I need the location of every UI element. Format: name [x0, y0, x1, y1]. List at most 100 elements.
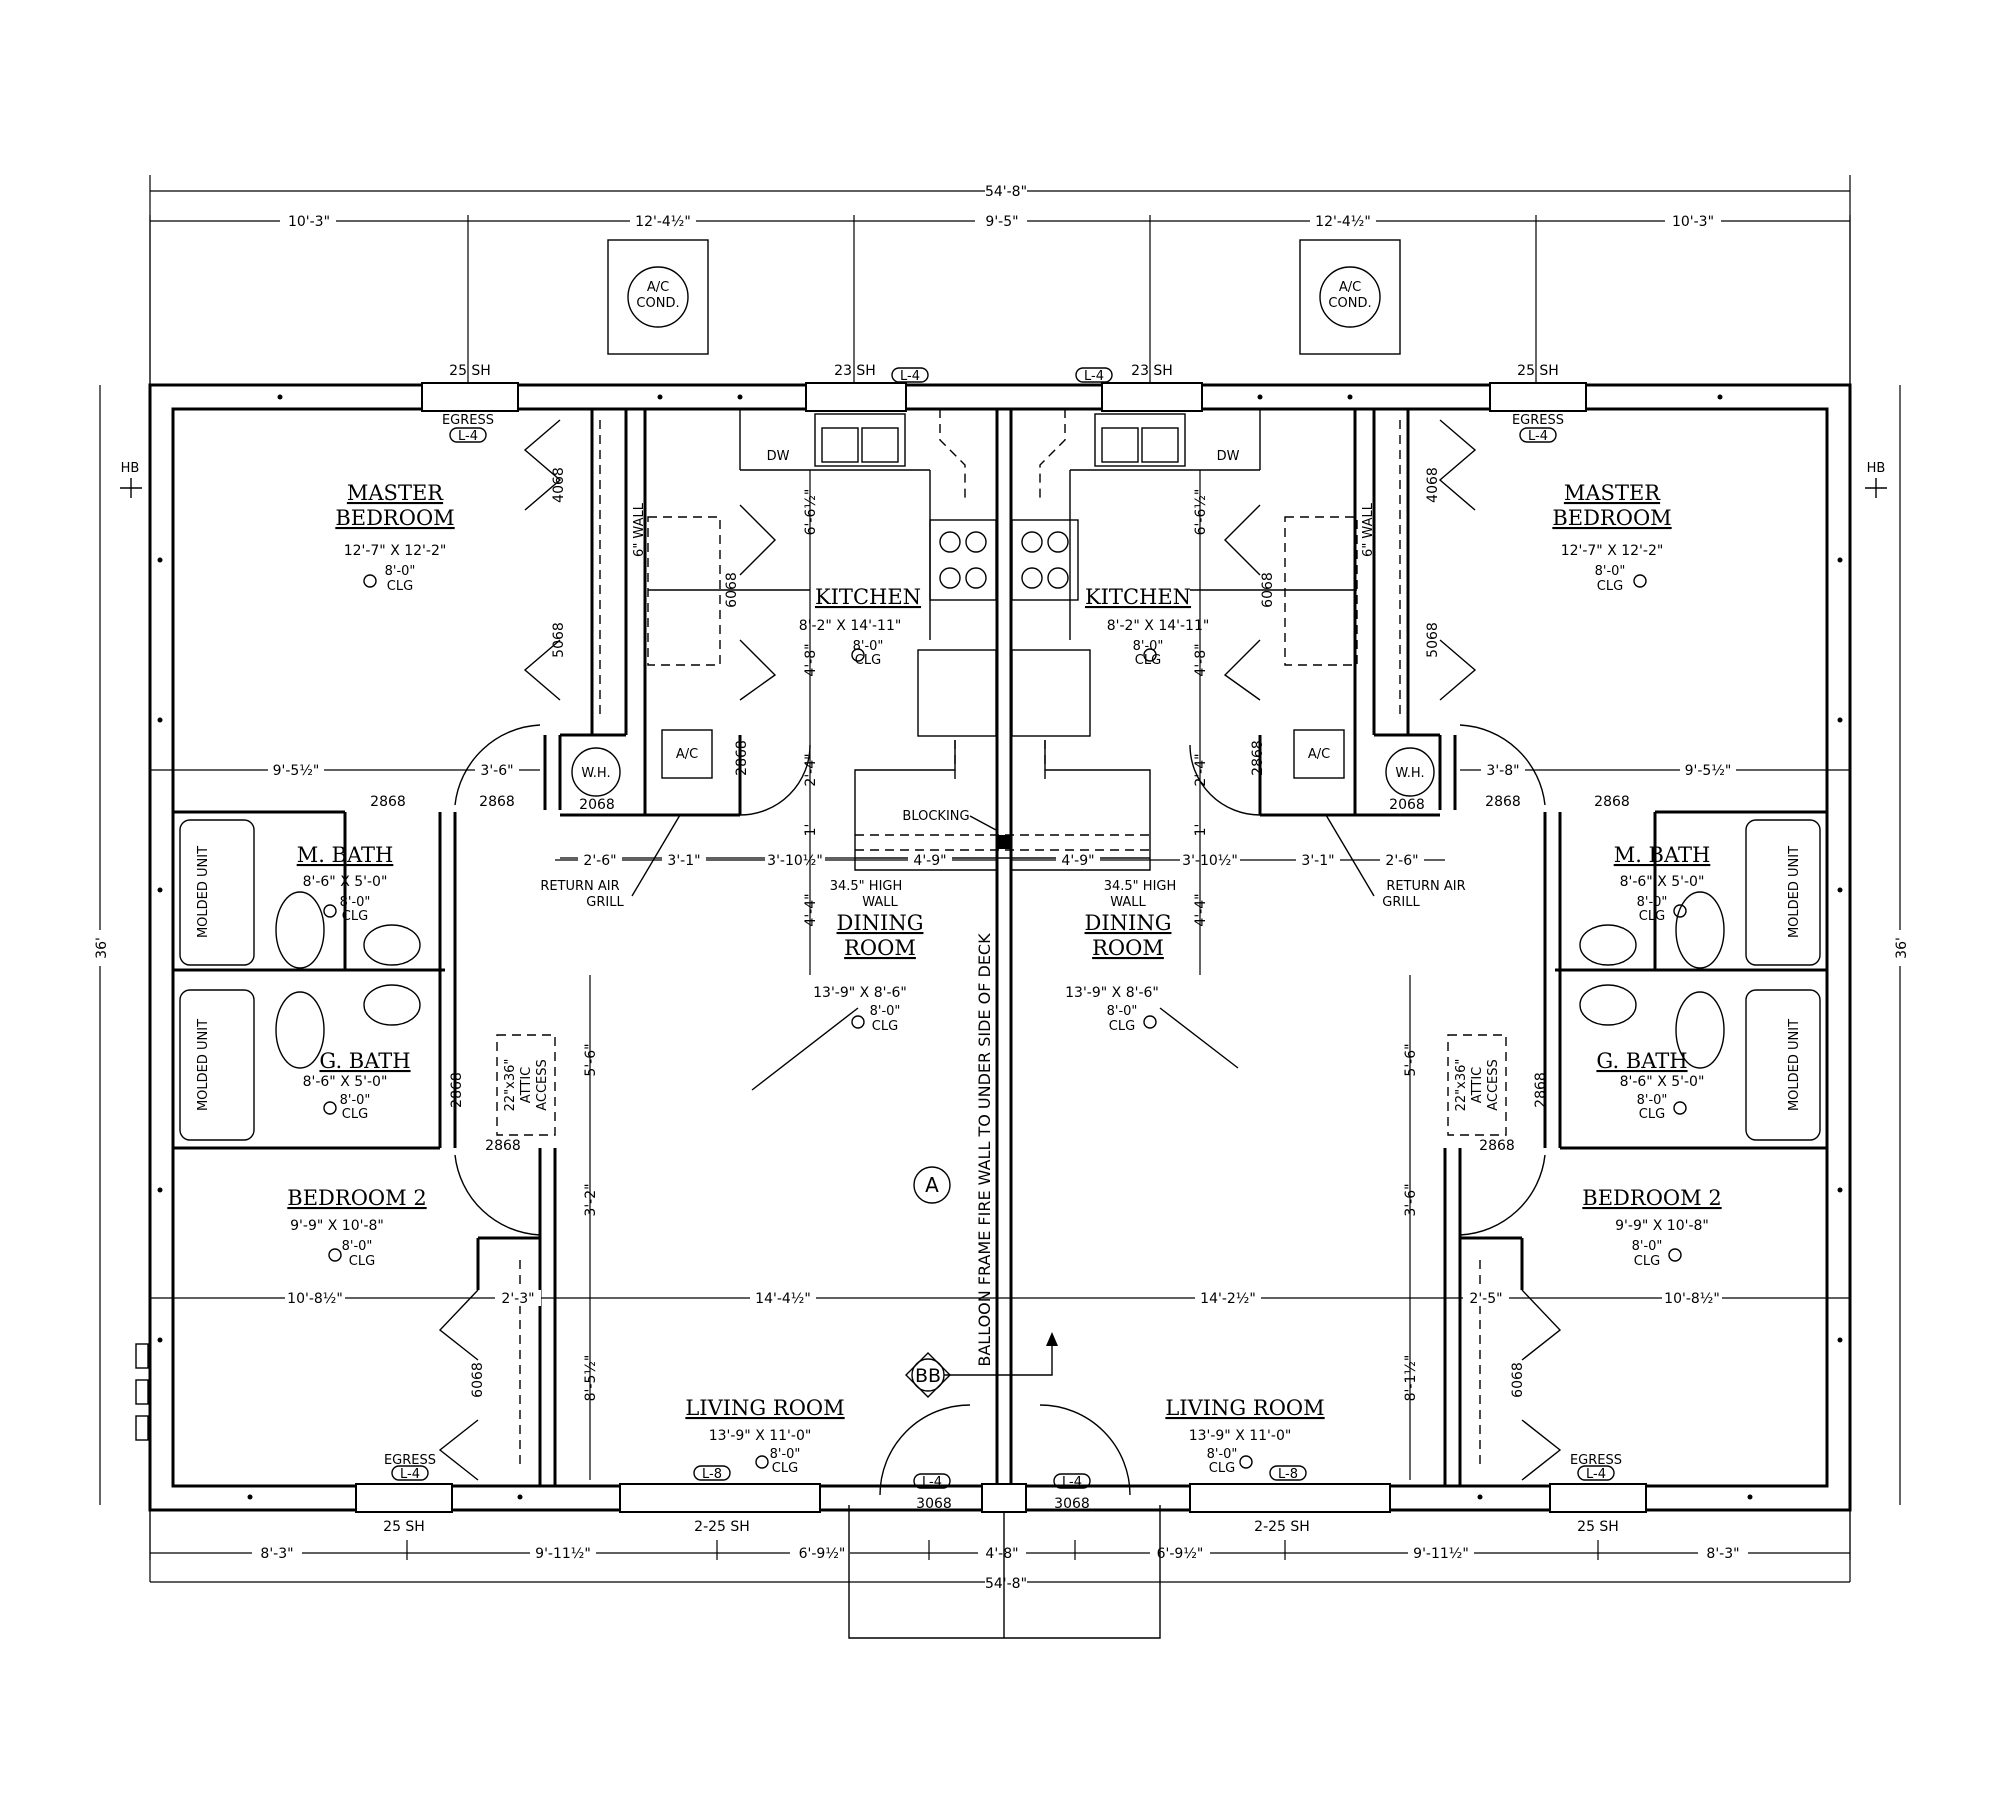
svg-text:L-4: L-4	[900, 369, 920, 384]
svg-text:MOLDED UNIT: MOLDED UNIT	[1787, 846, 1802, 938]
svg-text:COND.: COND.	[1328, 296, 1371, 311]
svg-text:1': 1'	[1193, 824, 1209, 837]
svg-text:MOLDED UNIT: MOLDED UNIT	[1787, 1019, 1802, 1111]
blocking-note: BLOCKING	[902, 809, 969, 824]
svg-text:1': 1'	[803, 824, 819, 837]
svg-text:8'-5½": 8'-5½"	[583, 1355, 599, 1402]
svg-text:22"x36": 22"x36"	[1454, 1059, 1469, 1112]
svg-text:2068: 2068	[1389, 797, 1425, 813]
svg-text:3'-10½": 3'-10½"	[1182, 853, 1238, 869]
svg-text:5'-6": 5'-6"	[1403, 1043, 1419, 1076]
svg-text:4'-8": 4'-8"	[1193, 643, 1209, 676]
svg-text:4'-9": 4'-9"	[913, 853, 946, 869]
mid-dimensions: 9'-5½" 3'-6" 3'-8" 9'-5½" 10'-8½" 2'-3" …	[150, 762, 1850, 1307]
svg-text:8'-0": 8'-0"	[770, 1447, 801, 1462]
svg-text:3068: 3068	[1054, 1496, 1090, 1512]
svg-text:ATTIC: ATTIC	[1470, 1067, 1485, 1103]
interior-walls-left	[173, 409, 931, 1486]
svg-text:6068: 6068	[1260, 572, 1276, 608]
room-name-mbath-left: M. BATH	[297, 843, 394, 867]
svg-text:L-4: L-4	[400, 1467, 420, 1482]
svg-text:6'-6½": 6'-6½"	[1193, 489, 1209, 536]
ac-condensers: A/C COND. A/C COND.	[607, 239, 1401, 355]
svg-text:2'-4": 2'-4"	[1193, 753, 1209, 786]
svg-text:RETURN AIR: RETURN AIR	[1386, 879, 1465, 894]
top-dim-5: 10'-3"	[1672, 214, 1714, 230]
ceiling-markers	[323, 574, 1687, 1469]
svg-text:L-4: L-4	[458, 429, 478, 444]
svg-text:14'-2½": 14'-2½"	[1200, 1291, 1256, 1307]
room-name-kitchen-left: KITCHEN	[815, 585, 921, 609]
svg-text:WALL: WALL	[1110, 895, 1146, 910]
svg-text:2868: 2868	[1479, 1138, 1515, 1154]
svg-text:9'-9" X 10'-8": 9'-9" X 10'-8"	[1615, 1218, 1709, 1234]
svg-text:12'-7" X 12'-2": 12'-7" X 12'-2"	[1561, 543, 1664, 559]
window-label-bot-l1: 25 SH	[383, 1519, 425, 1535]
svg-text:4'-4": 4'-4"	[803, 893, 819, 926]
room-name-bed2-right: BEDROOM 2	[1582, 1186, 1721, 1210]
svg-text:8'-0": 8'-0"	[1207, 1447, 1238, 1462]
svg-text:GRILL: GRILL	[1382, 895, 1420, 910]
top-dim-2: 12'-4½"	[635, 214, 691, 230]
overall-depth-left: 36'	[94, 937, 110, 959]
room-labels-right: MASTER BEDROOM 12'-7" X 12'-2" 8'-0" CLG…	[1065, 481, 1722, 1476]
party-wall	[995, 409, 1013, 1486]
bottom-dim-2: 9'-11½"	[535, 1546, 591, 1562]
svg-text:2868: 2868	[479, 794, 515, 810]
svg-text:8'-0": 8'-0"	[385, 564, 416, 579]
svg-text:A/C: A/C	[1339, 280, 1361, 295]
svg-text:CLG: CLG	[1209, 1461, 1235, 1476]
top-dimension-string: 10'-3" 12'-4½" 9'-5" 12'-4½" 10'-3"	[149, 213, 1851, 385]
svg-text:CLG: CLG	[1109, 1019, 1135, 1034]
svg-text:A/C: A/C	[1308, 747, 1330, 762]
svg-text:4'-9": 4'-9"	[1061, 853, 1094, 869]
svg-text:8'-6" X 5'-0": 8'-6" X 5'-0"	[303, 874, 388, 890]
section-markers: A BB	[905, 1166, 1058, 1398]
svg-text:CLG: CLG	[349, 1254, 375, 1269]
svg-text:6'-6½": 6'-6½"	[803, 489, 819, 536]
overall-depth-right: 36'	[1894, 937, 1910, 959]
svg-text:2868: 2868	[370, 794, 406, 810]
kitchen-row-dims: 2'-6" 3'-1" 3'-10½" 4'-9" 4'-9" 3'-10½" …	[555, 852, 1445, 869]
svg-text:10'-8½": 10'-8½"	[287, 1291, 343, 1307]
svg-text:2868: 2868	[1533, 1072, 1549, 1108]
section-marker-bb: BB	[915, 1365, 941, 1387]
room-labels-left: MASTER BEDROOM 12'-7" X 12'-2" 8'-0" CLG…	[287, 481, 923, 1476]
room-name-mbath-right: M. BATH	[1614, 843, 1711, 867]
svg-text:L-4: L-4	[1586, 1467, 1606, 1482]
svg-text:RETURN AIR: RETURN AIR	[540, 879, 619, 894]
svg-text:EGRESS: EGRESS	[384, 1453, 436, 1468]
room-name-gbath-left: G. BATH	[319, 1049, 410, 1073]
svg-text:13'-9" X 11'-0": 13'-9" X 11'-0"	[1189, 1428, 1292, 1444]
svg-text:6" WALL: 6" WALL	[632, 502, 647, 557]
svg-text:CLG: CLG	[342, 909, 368, 924]
svg-text:6068: 6068	[1510, 1362, 1526, 1398]
section-marker-a: A	[925, 1173, 939, 1197]
svg-text:8'-0": 8'-0"	[342, 1239, 373, 1254]
svg-text:6068: 6068	[470, 1362, 486, 1398]
svg-text:2'-3": 2'-3"	[501, 1291, 534, 1307]
window-label-bot-r2: 2-25 SH	[1254, 1519, 1310, 1535]
window-label-bot-l2: 2-25 SH	[694, 1519, 750, 1535]
svg-text:3'-10½": 3'-10½"	[767, 853, 823, 869]
svg-text:8'-2" X 14'-11": 8'-2" X 14'-11"	[799, 618, 902, 634]
svg-text:8'-0": 8'-0"	[870, 1004, 901, 1019]
svg-text:L-4: L-4	[1062, 1475, 1082, 1490]
bottom-dim-5: 6'-9½"	[1157, 1546, 1204, 1562]
svg-text:CLG: CLG	[855, 653, 881, 668]
svg-text:9'-5½": 9'-5½"	[1685, 763, 1732, 779]
svg-text:A/C: A/C	[647, 280, 669, 295]
svg-text:L-8: L-8	[702, 1467, 722, 1482]
room-name-dining-left: DINING	[837, 911, 924, 935]
tags: EGRESS L-4 EGRESS L-4 L-4 L-4 EGRESS L-4…	[384, 367, 1622, 1490]
svg-text:2'-5": 2'-5"	[1469, 1291, 1502, 1307]
svg-text:W.H.: W.H.	[581, 766, 610, 781]
svg-text:CLG: CLG	[1597, 579, 1623, 594]
hose-bibs: HB HB	[120, 461, 1887, 498]
bottom-dim-1: 8'-3"	[260, 1546, 293, 1562]
svg-text:8'-0": 8'-0"	[340, 895, 371, 910]
svg-text:2868: 2868	[734, 740, 750, 776]
mech-closets: A/C W.H. A/C W.H.	[571, 729, 1435, 797]
room-name-living-left: LIVING ROOM	[685, 1396, 844, 1420]
svg-text:L-4: L-4	[1528, 429, 1548, 444]
